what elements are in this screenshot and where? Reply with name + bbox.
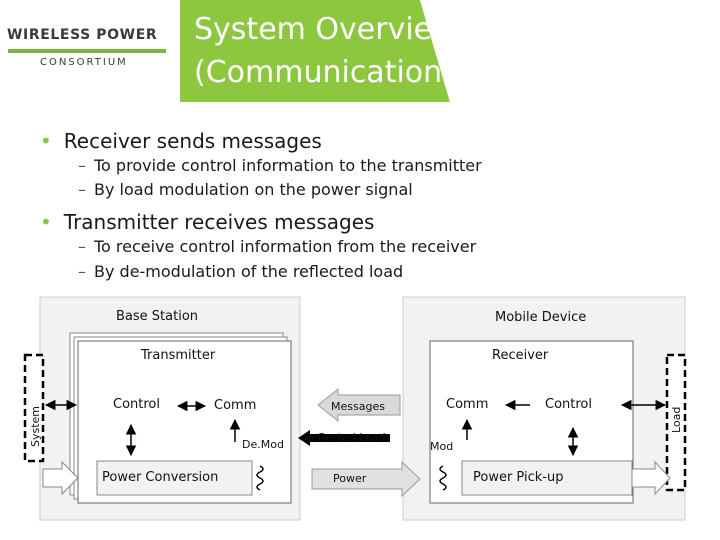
system-to-power-arrow	[42, 460, 79, 496]
title-line-1: System Overview	[194, 12, 457, 47]
power-label: Power	[333, 472, 367, 485]
rx-control-label: Control	[545, 397, 592, 412]
system-label: System	[29, 405, 42, 447]
sub-bullet-text: To receive control information from the …	[94, 237, 477, 256]
sub-bullet-text: By de-modulation of the reflected load	[94, 262, 404, 281]
bullet-dot-icon: •	[40, 129, 52, 153]
power-conversion-label: Power Conversion	[102, 470, 219, 485]
mod-label: Mod	[430, 440, 454, 453]
reflected-load-label: Reflected Load	[304, 431, 386, 444]
sub-bullet: –By de-modulation of the reflected load	[78, 262, 403, 281]
messages-label: Messages	[331, 400, 385, 413]
tx-control-label: Control	[113, 397, 160, 412]
demod-label: De.Mod	[242, 438, 284, 451]
sub-bullet-text: To provide control information to the tr…	[94, 156, 482, 175]
base-station-label: Base Station	[116, 309, 199, 324]
pickup-to-load-arrow	[631, 460, 671, 496]
dash-icon: –	[78, 237, 86, 256]
title-line-2: (Communication)	[194, 55, 454, 90]
page-title: System Overview (Communication)	[194, 8, 457, 94]
header-white-area	[420, 0, 720, 102]
header-green-band	[180, 0, 450, 102]
messages-arrow	[317, 387, 401, 423]
header: WIRELESS POWER CONSORTIUM System Overvie…	[0, 0, 720, 102]
load-label: Load	[670, 406, 683, 433]
system-dashed-box	[23, 353, 45, 463]
logo-text-consortium: CONSORTIUM	[40, 57, 128, 68]
tx-comm-label: Comm	[214, 398, 257, 413]
logo: WIRELESS POWER CONSORTIUM	[0, 0, 180, 102]
reflected-load-arrow	[298, 430, 390, 446]
power-conversion-block	[96, 460, 253, 496]
sub-bullet: –By load modulation on the power signal	[78, 180, 413, 199]
power-pickup-label: Power Pick-up	[473, 470, 564, 485]
dash-icon: –	[78, 262, 86, 281]
bullet-dot-icon: •	[40, 210, 52, 234]
bullet-receiver: • Receiver sends messages	[40, 129, 322, 153]
logo-text-wireless-power: WIRELESS POWER	[7, 27, 158, 43]
mobile-device-label: Mobile Device	[495, 310, 587, 325]
sub-bullet: –To provide control information to the t…	[78, 156, 482, 175]
bullet-text: Receiver sends messages	[63, 129, 322, 153]
rx-comm-label: Comm	[446, 397, 489, 412]
header-band	[180, 0, 720, 102]
bullet-transmitter: • Transmitter receives messages	[40, 210, 374, 234]
power-arrow	[311, 460, 421, 498]
load-dashed-box	[665, 353, 687, 492]
receiver-label: Receiver	[492, 348, 549, 363]
transmitter-label: Transmitter	[141, 348, 216, 363]
logo-bar	[8, 49, 166, 53]
dash-icon: –	[78, 156, 86, 175]
rx-coil-icon	[439, 465, 447, 491]
sub-bullet-text: By load modulation on the power signal	[94, 180, 413, 199]
dash-icon: –	[78, 180, 86, 199]
sub-bullet: –To receive control information from the…	[78, 237, 476, 256]
bullet-text: Transmitter receives messages	[63, 210, 375, 234]
tx-coil-icon	[256, 465, 264, 491]
